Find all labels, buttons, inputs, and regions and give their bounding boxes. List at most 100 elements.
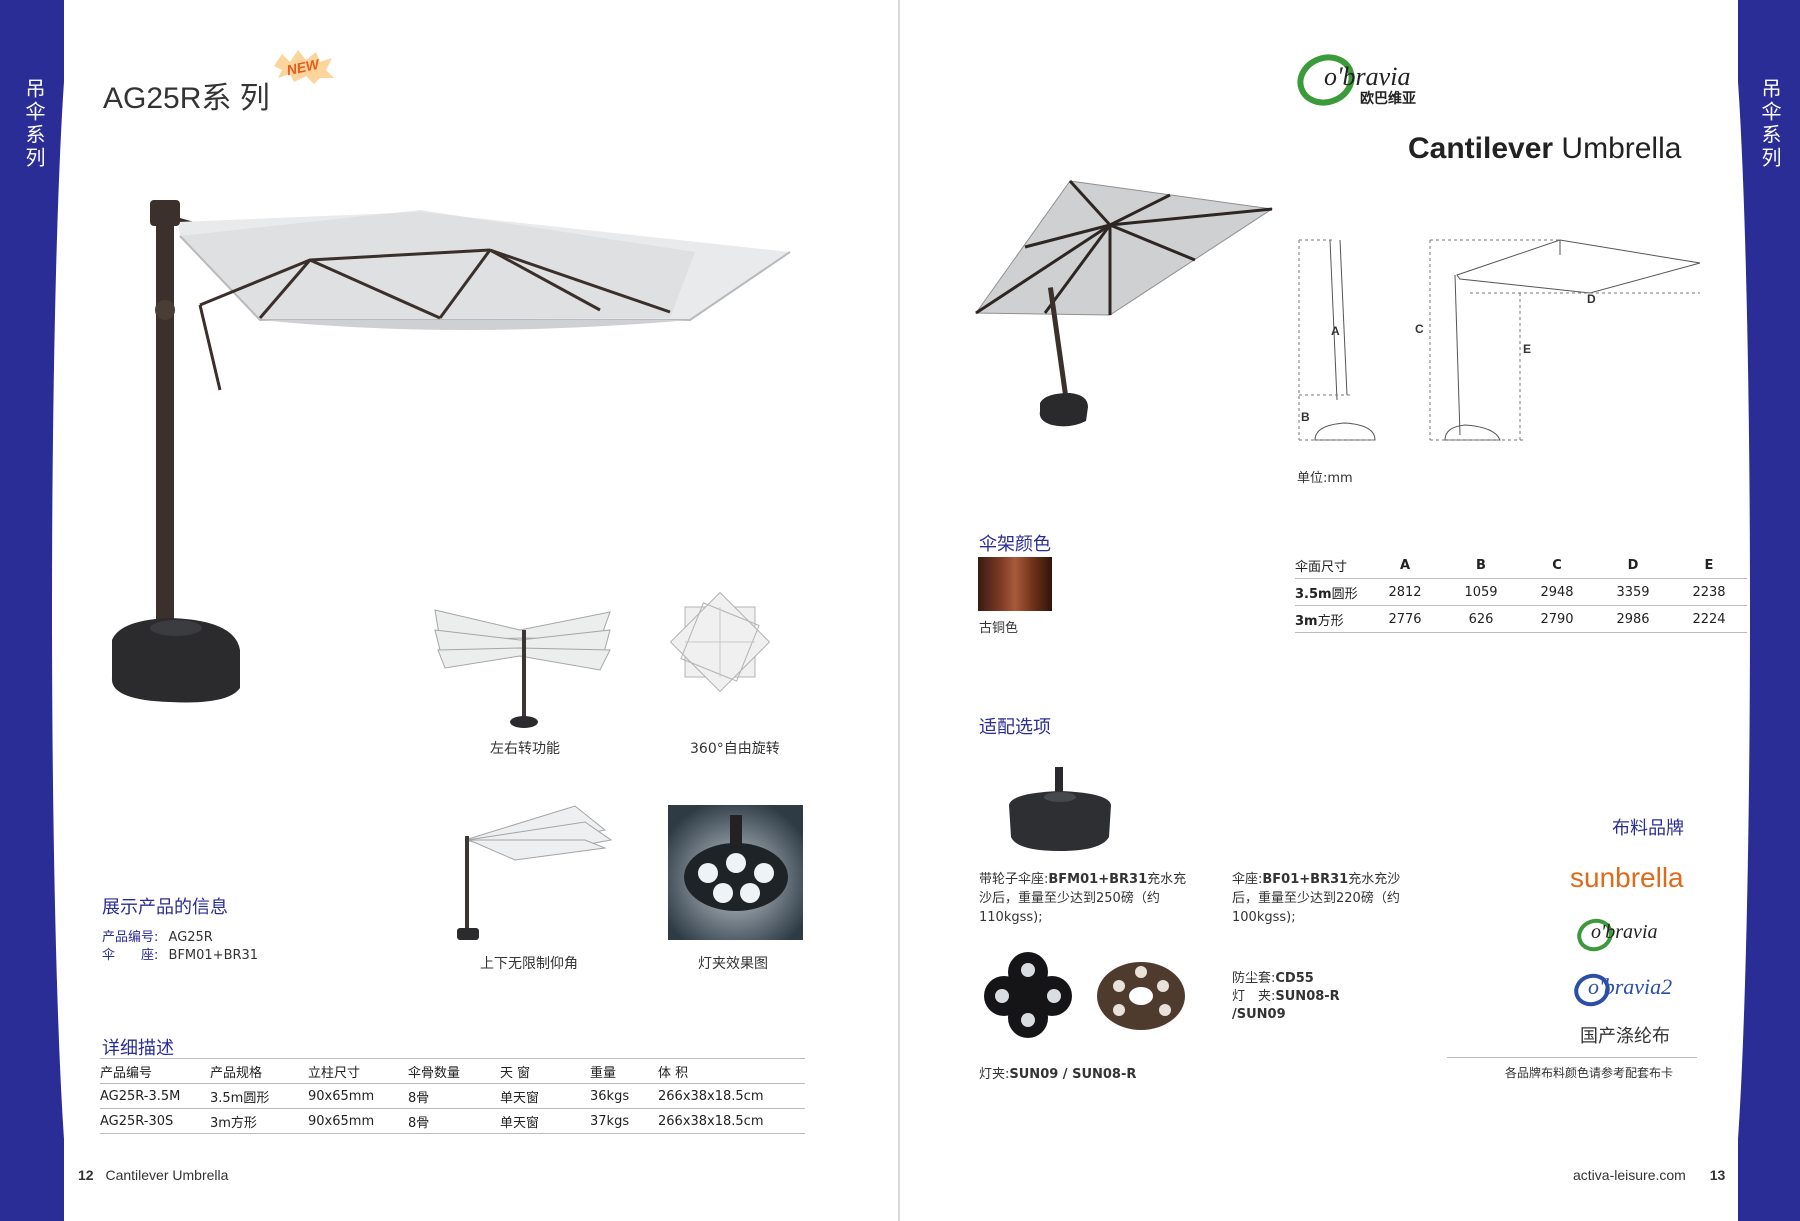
bronze-swatch: [978, 557, 1052, 611]
table-cell: 626: [1443, 605, 1519, 633]
table-cell: 2776: [1367, 605, 1443, 633]
table-cell: AG25R-3.5M: [100, 1083, 210, 1109]
wheel-base-image: [1009, 767, 1111, 851]
dimension-table: 伞面尺寸 A B C D E 3.5m圆形 2812 1059 2948 335…: [1295, 552, 1747, 633]
table-cell: 2224: [1671, 605, 1747, 633]
wheel-base-text: 带轮子伞座:BFM01+BR31充水充沙后，重量至少达到250磅（约110kgs…: [979, 872, 1187, 925]
page-title: Cantilever Umbrella: [1408, 132, 1682, 165]
display-info-heading: 展示产品的信息: [102, 897, 228, 918]
info-row-base: 伞 座: BFM01+BR31: [102, 944, 258, 963]
svg-text:D: D: [1587, 292, 1596, 306]
table-header-cell: 体 积: [658, 1058, 805, 1084]
table-header-cell: 伞骨数量: [408, 1058, 500, 1084]
right-side-tab: 吊伞系列: [1758, 78, 1782, 170]
page-number: 13: [1709, 1167, 1726, 1183]
swivel-umbrella-image: [434, 609, 611, 728]
tilt-umbrella-image: [457, 805, 613, 940]
table-cell: 3m方形: [210, 1108, 308, 1134]
table-header-cell: D: [1595, 552, 1671, 579]
svg-text:A: A: [1331, 324, 1340, 338]
info-value: AG25R: [168, 930, 213, 945]
fabric-note: 各品牌布料颜色请参考配套布卡: [1505, 1066, 1674, 1080]
svg-text:E: E: [1523, 342, 1531, 356]
table-header-cell: C: [1519, 552, 1595, 579]
unit-label: 单位:mm: [1297, 471, 1353, 486]
feature-caption-tilt: 上下无限制仰角: [480, 956, 578, 972]
table-cell: 3m方形: [1295, 605, 1367, 633]
table-header-cell: E: [1671, 552, 1747, 579]
left-side-tab: 吊伞系列: [22, 78, 46, 170]
left-side-band: [0, 0, 76, 1221]
info-row-code: 产品编号: AG25R: [102, 926, 213, 945]
black-light-clip-image: [984, 952, 1072, 1038]
cover-light-text: 防尘套:CD55 灯 夹:SUN08-R /SUN09: [1232, 971, 1340, 1022]
table-row: 3.5m圆形 2812 1059 2948 3359 2238: [1295, 578, 1747, 606]
table-cell: 单天窗: [500, 1108, 590, 1134]
right-footer: activa-leisure.com 13: [1573, 1167, 1725, 1183]
feature-caption-light: 灯夹效果图: [698, 956, 768, 972]
base-text: 伞座:BF01+BR31充水充沙后，重量至少达到220磅（约100kgss);: [1232, 872, 1401, 925]
table-cell: 1059: [1443, 578, 1519, 606]
feature-caption-rotation: 360°自由旋转: [690, 741, 780, 757]
info-value: BFM01+BR31: [168, 948, 259, 963]
feature-caption-swivel: 左右转功能: [490, 741, 560, 757]
table-header-cell: A: [1367, 552, 1443, 579]
logo-text: o'bravia: [1324, 62, 1411, 91]
table-cell: 2986: [1595, 605, 1671, 633]
table-row: 3m方形 2776 626 2790 2986 2224: [1295, 605, 1747, 633]
bronze-light-clip-image: [1097, 962, 1185, 1030]
table-header-row: 伞面尺寸 A B C D E: [1295, 552, 1747, 579]
table-cell: 8骨: [408, 1083, 500, 1109]
table-cell: 3.5m圆形: [210, 1083, 308, 1109]
logo-cn: 欧巴维亚: [1360, 91, 1416, 107]
obravia-swoosh-icon: [1297, 54, 1355, 106]
table-cell: 37kgs: [590, 1108, 658, 1134]
rotation-umbrella-image: [670, 592, 770, 692]
fabric-heading: 布料品牌: [1612, 818, 1684, 839]
details-heading: 详细描述: [102, 1038, 174, 1059]
square-umbrella-image: [975, 179, 1274, 427]
footer-title: Cantilever Umbrella: [105, 1167, 229, 1183]
footer-url: activa-leisure.com: [1573, 1167, 1686, 1183]
table-cell: 266x38x18.5cm: [658, 1108, 805, 1134]
table-cell: 2812: [1367, 578, 1443, 606]
info-label: 产品编号:: [102, 930, 159, 945]
light-effect-image: [668, 805, 803, 940]
table-header-cell: 产品编号: [100, 1058, 210, 1084]
table-cell: 90x65mm: [308, 1108, 408, 1134]
svg-text:NEW: NEW: [285, 55, 322, 78]
svg-text:B: B: [1301, 410, 1310, 424]
table-row: AG25R-3.5M 3.5m圆形 90x65mm 8骨 单天窗 36kgs 2…: [100, 1083, 805, 1109]
table-cell: AG25R-30S: [100, 1108, 210, 1134]
main-umbrella-image: [111, 200, 791, 703]
table-header-cell: 产品规格: [210, 1058, 308, 1084]
dimension-diagram: A B C D E: [1298, 239, 1701, 441]
new-badge: NEW: [274, 50, 334, 84]
obravia2-swoosh-icon: [1574, 973, 1610, 1007]
table-cell: 36kgs: [590, 1083, 658, 1109]
table-cell: 2948: [1519, 578, 1595, 606]
swatch-label: 古铜色: [979, 621, 1019, 636]
domestic-fabric-label: 国产涤纶布: [1580, 1026, 1670, 1047]
page-spine: [898, 0, 900, 1221]
sunbrella-logo: sunbrella: [1570, 862, 1684, 893]
table-header-cell: B: [1443, 552, 1519, 579]
frame-color-heading: 伞架颜色: [979, 534, 1051, 555]
table-header-cell: 伞面尺寸: [1295, 552, 1367, 579]
table-cell: 3359: [1595, 578, 1671, 606]
page-number: 12: [78, 1167, 94, 1183]
table-header-cell: 立柱尺寸: [308, 1058, 408, 1084]
table-header-cell: 天 窗: [500, 1058, 590, 1084]
details-table: 产品编号 产品规格 立柱尺寸 伞骨数量 天 窗 重量 体 积 AG25R-3.5…: [100, 1058, 805, 1134]
table-cell: 单天窗: [500, 1083, 590, 1109]
table-header-row: 产品编号 产品规格 立柱尺寸 伞骨数量 天 窗 重量 体 积: [100, 1058, 805, 1084]
table-row: AG25R-30S 3m方形 90x65mm 8骨 单天窗 37kgs 266x…: [100, 1108, 805, 1134]
series-title: AG25R系 列: [103, 82, 270, 115]
info-label: 伞 座:: [102, 948, 159, 963]
table-cell: 3.5m圆形: [1295, 578, 1367, 606]
table-cell: 2238: [1671, 578, 1747, 606]
table-cell: 90x65mm: [308, 1083, 408, 1109]
obravia-swoosh-icon: [1577, 918, 1613, 952]
table-cell: 2790: [1519, 605, 1595, 633]
table-cell: 8骨: [408, 1108, 500, 1134]
